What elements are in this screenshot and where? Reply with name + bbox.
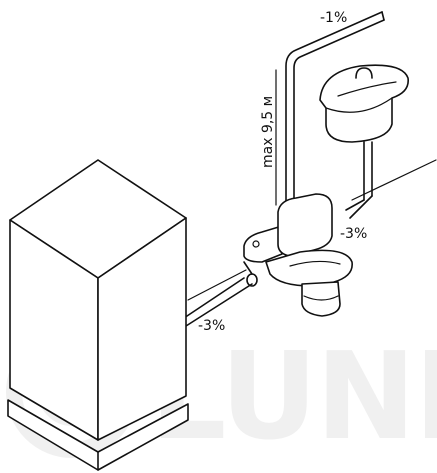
toilet-tank	[277, 193, 333, 257]
vent-pipe	[285, 11, 385, 221]
faucet-icon	[355, 67, 373, 79]
max-height-label: max 9,5 м	[260, 96, 276, 168]
soil-stack-box	[7, 159, 189, 471]
discharge-pipe	[183, 261, 258, 327]
box-right-side	[97, 217, 187, 441]
basin-drain-pipe	[345, 141, 373, 219]
slope-label-low: -3%	[198, 318, 225, 334]
floor-line-right	[351, 159, 437, 201]
wash-basin	[319, 64, 409, 143]
toilet-bowl	[265, 249, 353, 287]
slope-label-top: -1%	[320, 10, 347, 26]
slope-label-mid: -3%	[340, 226, 367, 242]
pump-unit	[243, 225, 283, 263]
watermark-text: LUNDA	[150, 328, 437, 467]
toilet-with-pump	[243, 193, 353, 317]
toilet-base	[301, 281, 341, 317]
floor-line-left	[187, 269, 247, 301]
